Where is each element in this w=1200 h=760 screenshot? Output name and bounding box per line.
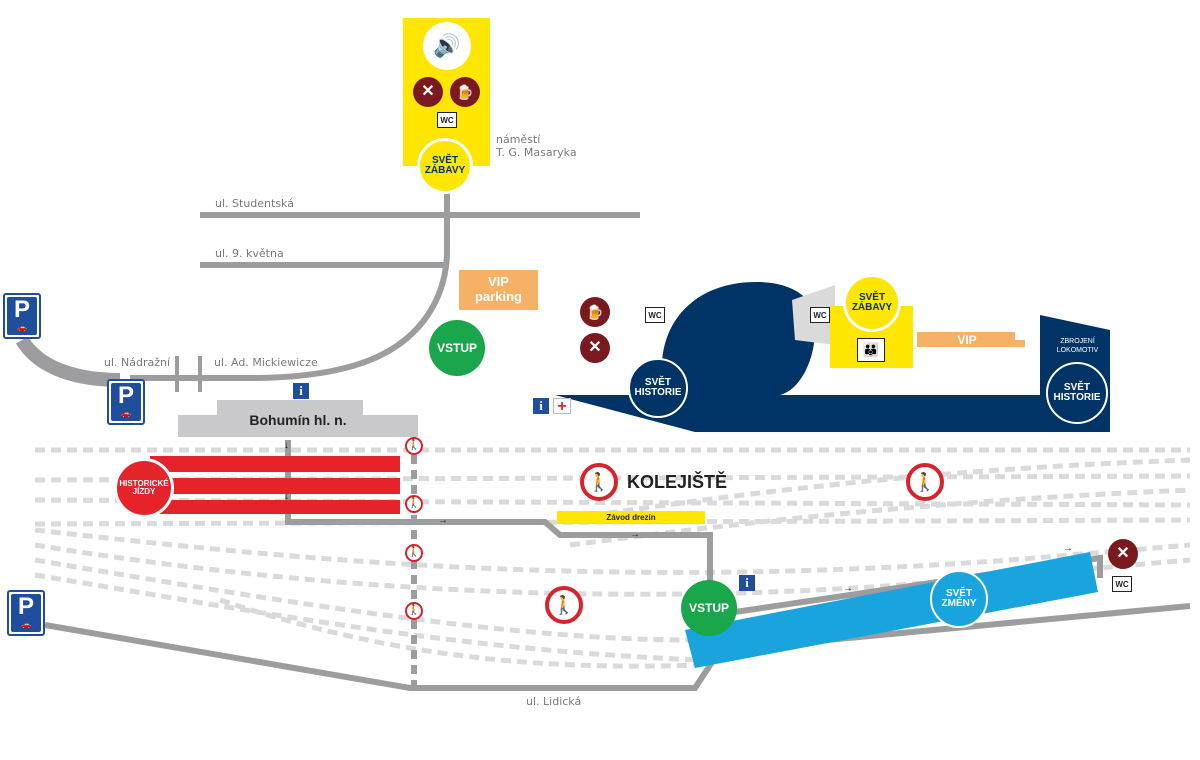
street-label-studentska: ul. Studentská xyxy=(215,197,294,210)
restaurant-icon: ✕ xyxy=(413,77,443,107)
zavod-drezin-area xyxy=(557,511,705,524)
parking-sign-sw[interactable]: P🚗 xyxy=(7,590,45,636)
pedestrian-crossing-icon: 🚶 xyxy=(405,495,423,513)
speaker-icon: 🔊 xyxy=(423,22,471,70)
vip-label: VIP xyxy=(957,333,977,347)
wc-icon: WC xyxy=(437,112,457,128)
arrow-down-icon: ↓ xyxy=(284,440,289,451)
street-label-mickiewicze: ul. Ad. Mickiewicze xyxy=(214,356,318,369)
vip-parking-label: VIP parking xyxy=(475,274,522,304)
wc-icon-east: WC xyxy=(1112,576,1132,592)
svet-zmeny-area xyxy=(685,552,1098,668)
roads xyxy=(44,190,1191,691)
vip-area xyxy=(917,332,1025,347)
parking-sign-nadrazni[interactable]: P🚗 xyxy=(107,379,145,425)
beer-icon-historie: 🍺 xyxy=(580,297,610,327)
vstup-entrance-south[interactable]: VSTUP xyxy=(681,580,737,636)
pedestrian-crossing-icon: 🚶 xyxy=(405,602,423,620)
svet-historie-roundhouse xyxy=(661,281,816,395)
restaurant-icon-historie: ✕ xyxy=(580,333,610,363)
street-label-lidicka: ul. Lidická xyxy=(526,695,582,708)
road-lidicka xyxy=(44,603,1191,691)
vstup-entrance-north[interactable]: VSTUP xyxy=(429,320,485,376)
square-label-line2: T. G. Masaryka xyxy=(496,146,577,159)
parking-sign-nw[interactable]: P🚗 xyxy=(3,293,41,339)
arrow-right-icon: → xyxy=(438,515,448,526)
zavod-drezin-label: Závod drezín xyxy=(606,513,656,522)
info-icon-historie: i xyxy=(533,398,549,414)
family-icon: 👪 xyxy=(857,338,885,362)
pedestrian-zone-icon: 🚶 xyxy=(545,586,583,624)
street-label-9-kvetna: ul. 9. května xyxy=(215,247,284,260)
arrow-right-icon: → xyxy=(1063,543,1073,554)
wc-icon-roundhouse: WC xyxy=(810,307,830,323)
road-mickiewicze xyxy=(130,190,450,381)
station-building xyxy=(178,415,418,437)
vip-parking-area xyxy=(459,270,538,310)
arrow-right-icon: → xyxy=(630,529,640,540)
pedestrian-crossing-icon: 🚶 xyxy=(405,437,423,455)
historicke-jizdy-tracks xyxy=(150,456,400,514)
pedestrian-zone-icon: 🚶 xyxy=(580,463,618,501)
arrow-right-icon: → xyxy=(843,583,853,594)
svet-historie-area xyxy=(555,315,1110,432)
wc-icon-historie: WC xyxy=(645,307,665,323)
restaurant-icon-east: ✕ xyxy=(1108,539,1138,569)
beer-icon: 🍺 xyxy=(450,77,480,107)
pedestrian-zone-icon: 🚶 xyxy=(906,463,944,501)
arrow-down-icon: ↓ xyxy=(284,491,289,502)
road-to-zmeny xyxy=(734,554,1103,615)
street-label-nadrazni: ul. Nádražní xyxy=(104,356,171,369)
zbrojeni-lokomotiv-label: ZBROJENÍ LOKOMOTIV xyxy=(1056,338,1099,354)
square-label-line1: náměstí xyxy=(496,133,541,146)
station-roof xyxy=(217,400,363,416)
kolejiste-label: KOLEJIŠTĚ xyxy=(627,472,728,492)
pedestrian-crossing-icon: 🚶 xyxy=(405,544,423,562)
info-icon-station: i xyxy=(293,383,309,399)
station-label: Bohumín hl. n. xyxy=(249,412,347,428)
first-aid-icon: + xyxy=(553,398,571,415)
info-icon-south: i xyxy=(739,575,755,591)
